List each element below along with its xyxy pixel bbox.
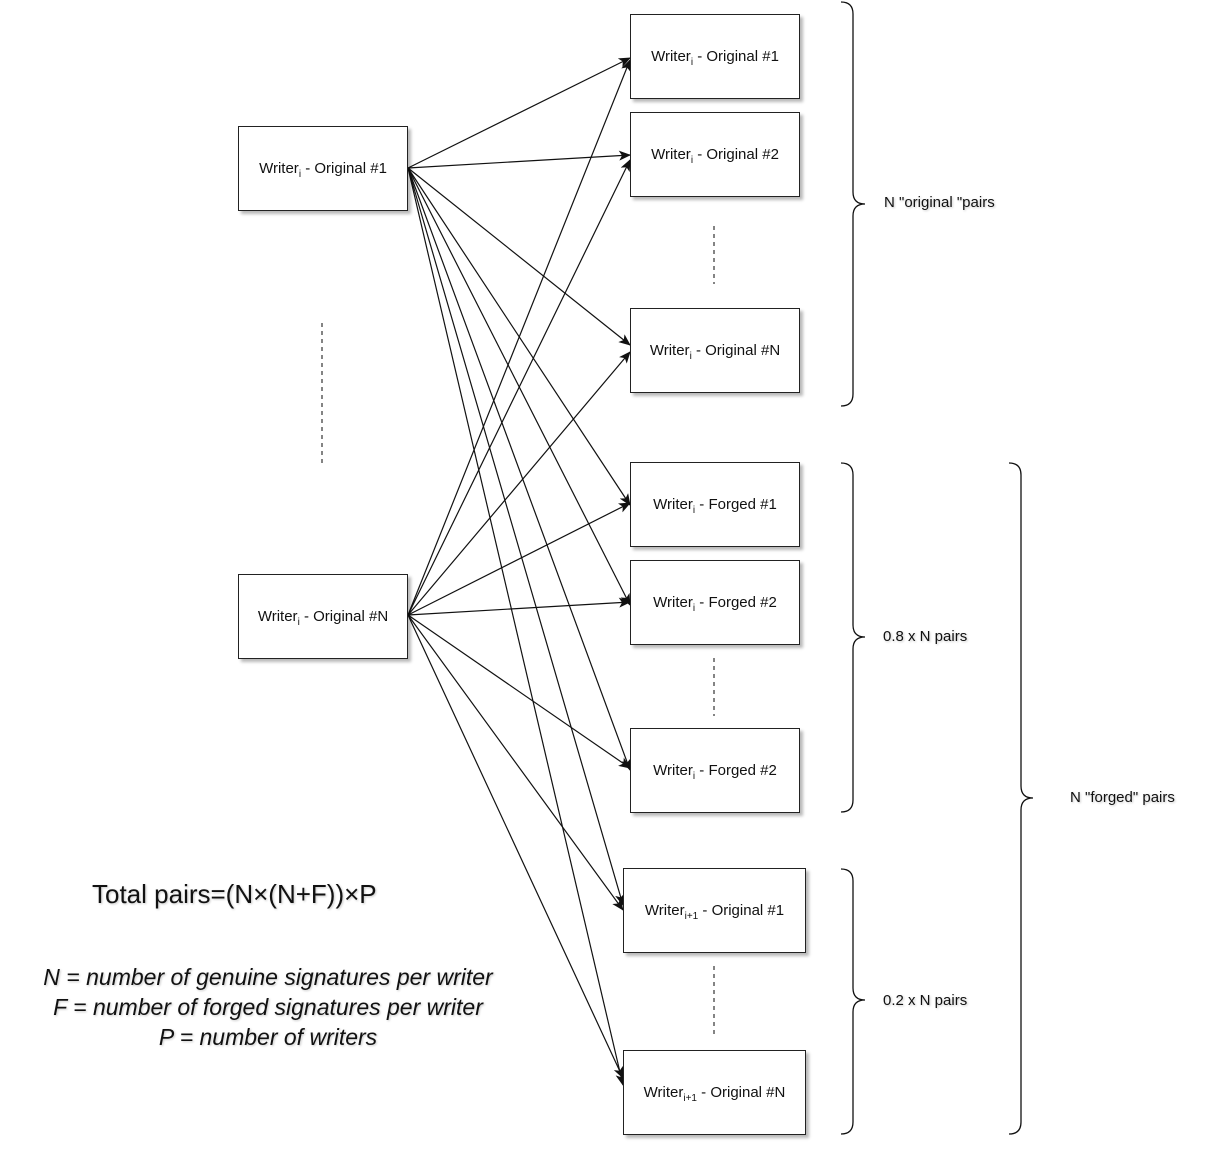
node-label: Writeri - Forged #2 xyxy=(653,594,777,614)
brace-label-forged-02: 0.2 x N pairs xyxy=(883,992,968,1009)
edge xyxy=(407,59,631,616)
node-label: Writeri - Original #2 xyxy=(651,146,779,166)
brace-label-original-pairs: N "original "pairs xyxy=(884,194,995,211)
node-writer-i-forged-last: Writeri - Forged #2 xyxy=(630,728,800,813)
edge xyxy=(407,597,631,616)
edge xyxy=(407,502,631,616)
ellipsis-dashes xyxy=(321,226,715,1038)
edges-from-original-1 xyxy=(407,57,631,1086)
edge xyxy=(407,167,631,771)
node-writer-i-original-n-source: Writeri - Original #N xyxy=(238,574,408,659)
node-writer-i-original-n: Writeri - Original #N xyxy=(630,308,800,393)
node-label: Writeri - Original #1 xyxy=(651,48,779,68)
legend-line-n: N = number of genuine signatures per wri… xyxy=(43,964,493,990)
node-writer-i-original-1-source: Writeri - Original #1 xyxy=(238,126,408,211)
edge xyxy=(407,351,631,616)
edge xyxy=(407,614,624,1079)
node-label: Writeri+1 - Original #N xyxy=(643,1084,786,1104)
brace-label-forged-pairs: N "forged" pairs xyxy=(1070,789,1175,806)
node-writer-i1-original-1: Writeri+1 - Original #1 xyxy=(623,868,806,953)
edge xyxy=(407,57,631,169)
edge xyxy=(407,159,631,616)
braces xyxy=(840,1,1034,1135)
edge xyxy=(407,167,626,1086)
node-label: Writeri - Forged #2 xyxy=(653,762,777,782)
edge xyxy=(407,167,631,346)
node-label: Writeri - Original #N xyxy=(649,342,781,362)
node-label: Writeri+1 - Original #1 xyxy=(644,902,785,922)
node-writer-i-forged-1: Writeri - Forged #1 xyxy=(630,462,800,547)
brace-original-pairs xyxy=(840,1,866,407)
legend-line-p: P = number of writers xyxy=(158,1024,378,1050)
brace-forged-02 xyxy=(840,868,866,1135)
edge xyxy=(407,167,625,906)
node-label: Writeri - Original #1 xyxy=(259,160,387,180)
edge xyxy=(407,614,631,769)
total-pairs-formula: Total pairs=(N×(N+F))×P xyxy=(92,879,377,909)
brace-forged-all xyxy=(1008,462,1034,1135)
node-writer-i-forged-2: Writeri - Forged #2 xyxy=(630,560,800,645)
node-label: Writeri - Forged #1 xyxy=(653,496,777,516)
edges-from-original-n xyxy=(407,59,631,1079)
legend-line-f: F = number of forged signatures per writ… xyxy=(53,994,483,1020)
node-label: Writeri - Original #N xyxy=(257,608,389,628)
brace-label-forged-08: 0.8 x N pairs xyxy=(883,628,968,645)
variable-legend: N = number of genuine signatures per wri… xyxy=(18,962,518,1052)
node-writer-i-original-1: Writeri - Original #1 xyxy=(630,14,800,99)
edge xyxy=(407,150,631,169)
node-writer-i-original-2: Writeri - Original #2 xyxy=(630,112,800,197)
node-writer-i1-original-n: Writeri+1 - Original #N xyxy=(623,1050,806,1135)
brace-forged-08 xyxy=(840,462,866,813)
edge xyxy=(407,614,624,911)
